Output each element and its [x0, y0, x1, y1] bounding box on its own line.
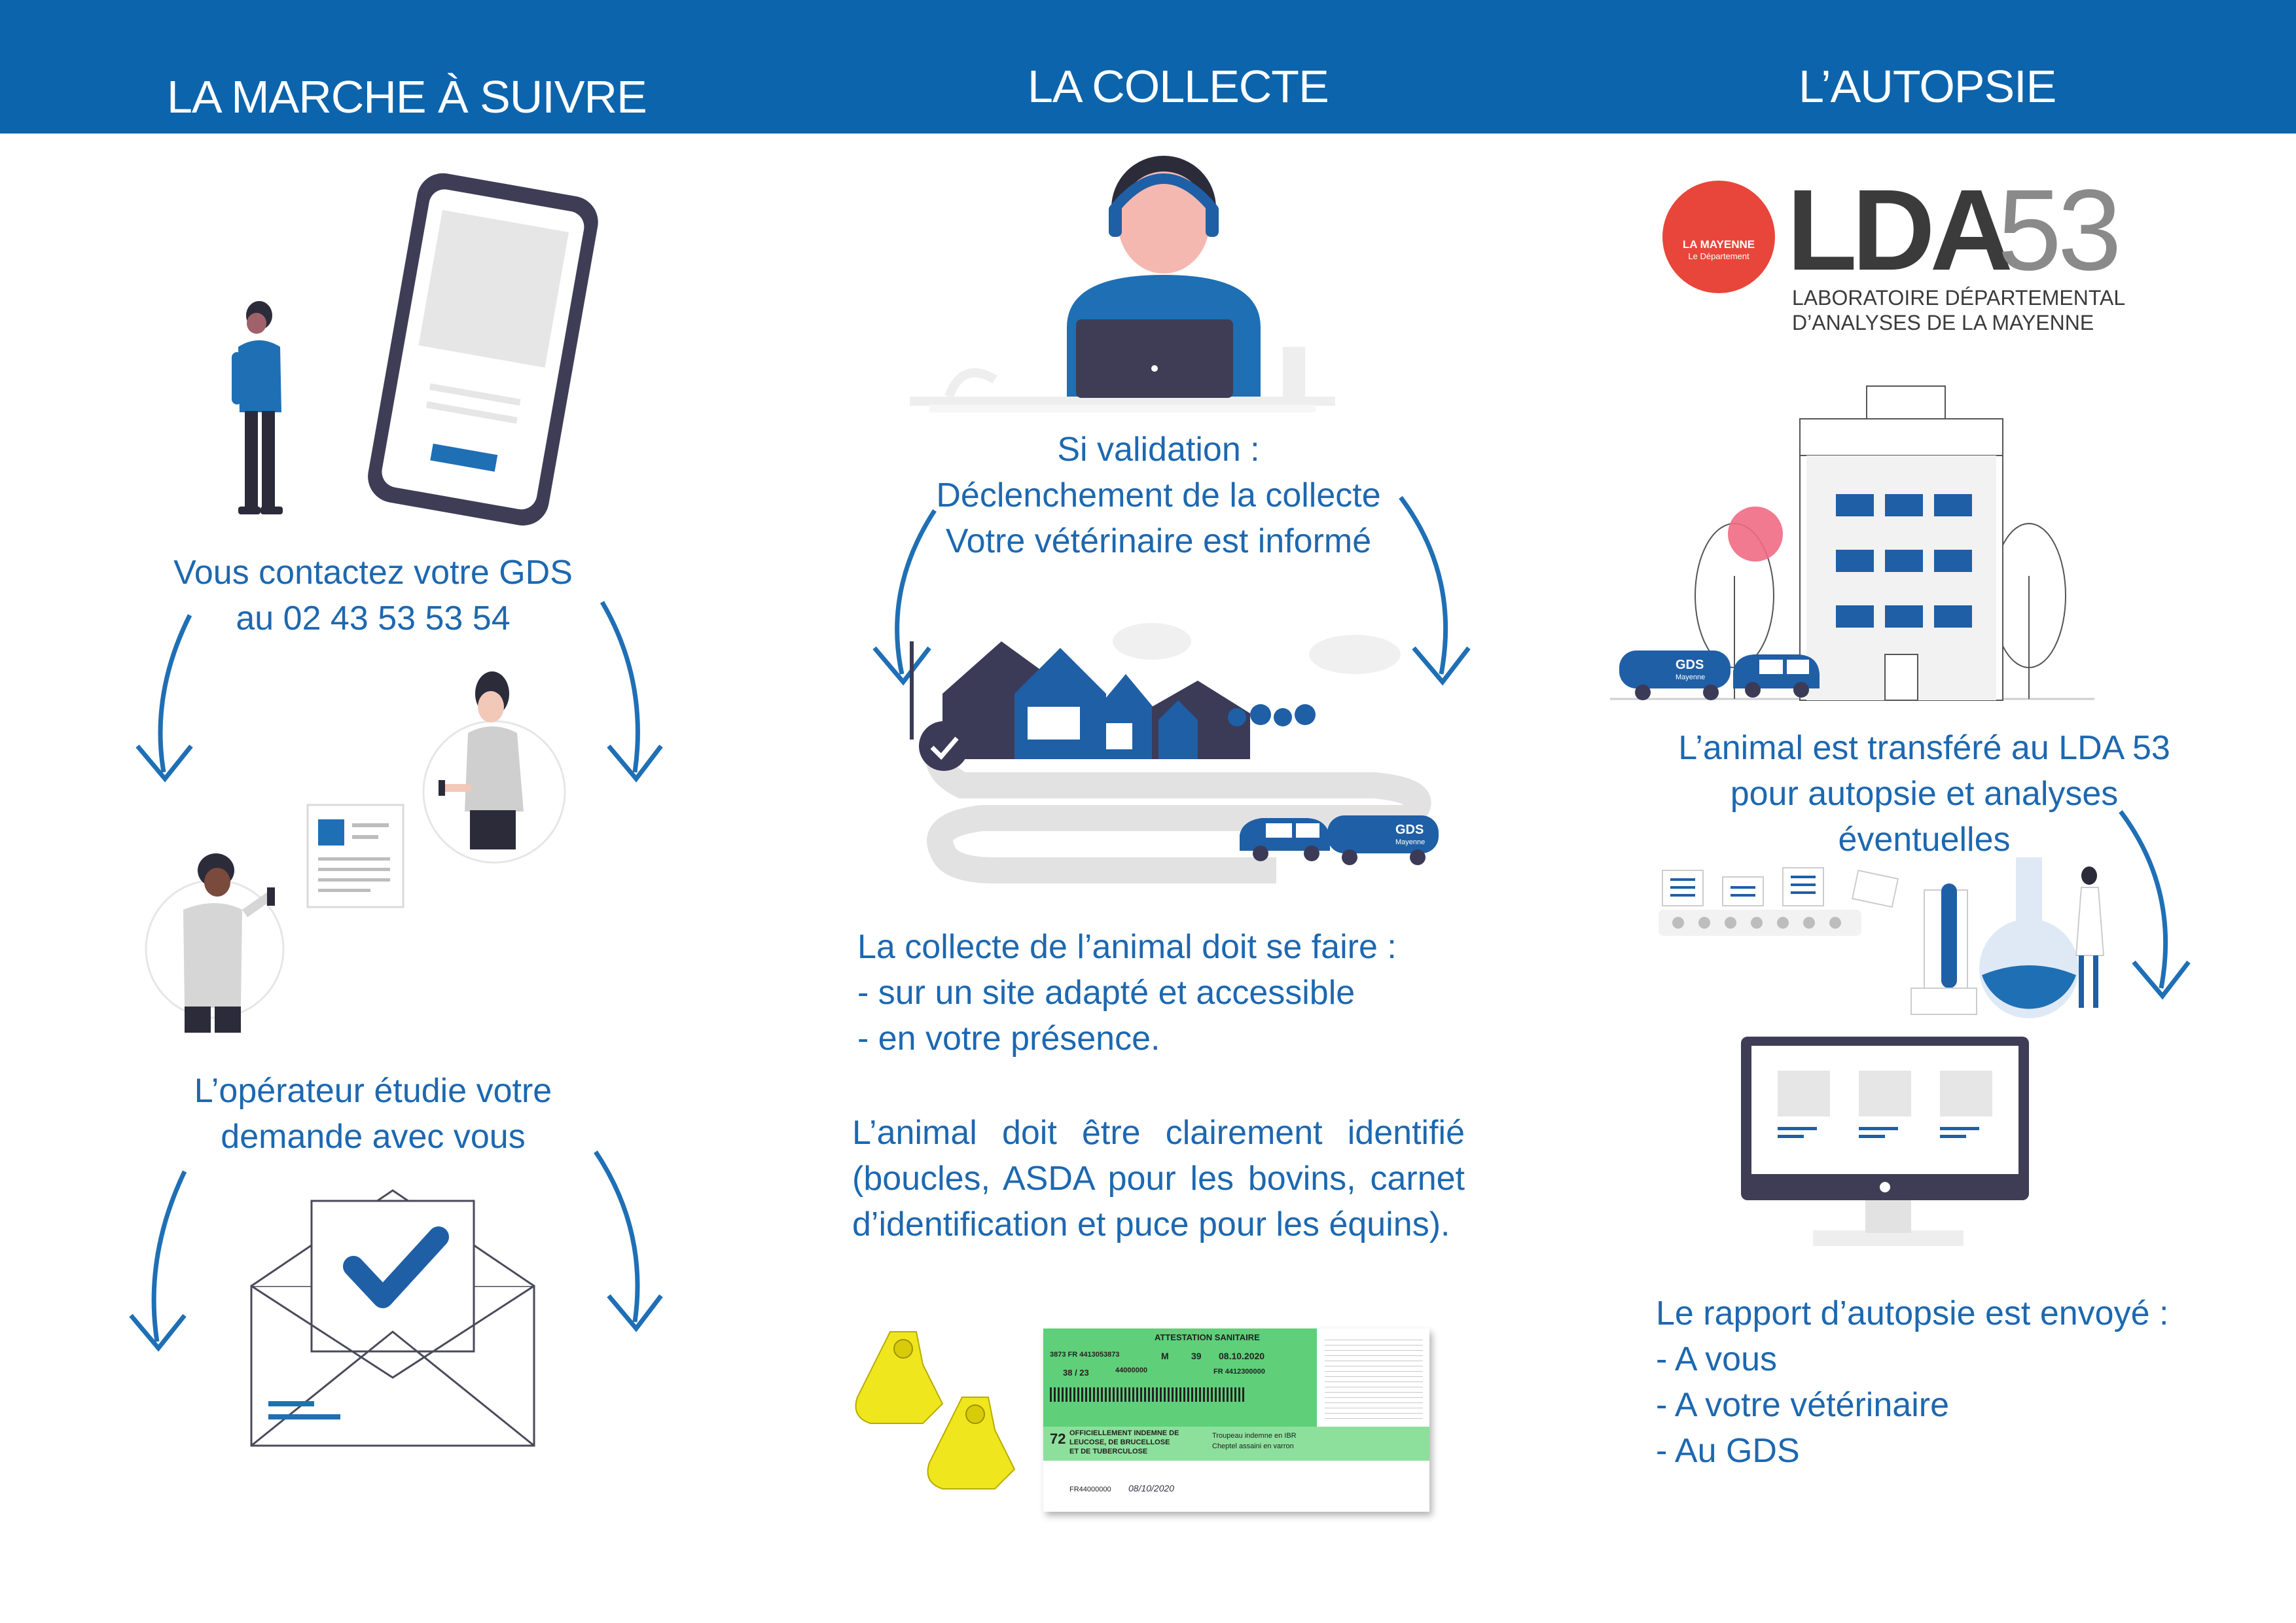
certificate-text-block [1325, 1335, 1423, 1420]
certificate-explo: FR44000000 [1069, 1486, 1111, 1493]
lda-logo-number: 53 [1998, 166, 2122, 294]
certificate-fr: FR 4412300000 [1213, 1368, 1265, 1376]
validation-line-1: Si validation : [1057, 431, 1260, 469]
certificate-sex: M [1161, 1351, 1169, 1361]
truck-gds-label: GDS [1395, 823, 1424, 837]
certificate-num: 44000000 [1115, 1366, 1147, 1374]
truck-icon: GDS Mayenne [1619, 651, 1731, 700]
operator-line-1: L’opérateur étudie votre [194, 1072, 552, 1110]
column-title-collection: LA COLLECTE [1028, 61, 1329, 112]
truck-gds-label: GDS [1676, 658, 1704, 672]
validation-line-2: Déclenchement de la collecte [936, 476, 1381, 514]
collect-line-3: - en votre présence. [857, 1020, 1160, 1058]
truck-icon [1733, 654, 1820, 698]
report-line-1: Le rapport d’autopsie est envoyé : [1656, 1294, 2169, 1332]
headset-operator-icon [910, 156, 1335, 412]
man-phone-icon [145, 853, 285, 1033]
column-title-autopsy: L’AUTOPSIE [1799, 61, 2056, 112]
report-line-3: - A votre vétérinaire [1656, 1386, 1949, 1424]
arrow-icon [872, 509, 937, 686]
lda-badge-subtext: Le Département [1688, 251, 1749, 261]
contact-line-1: Vous contactez votre GDS [173, 554, 573, 592]
report-text: Le rapport d’autopsie est envoyé : - A v… [1656, 1291, 2219, 1474]
lda-lab-name: LABORATOIRE DÉPARTEMENTAL D’ANALYSES DE … [1792, 285, 2125, 335]
certificate-row2: 38 / 23 [1063, 1368, 1089, 1378]
collect-line-1: La collecte de l’animal doit se faire : [857, 928, 1397, 966]
certificate-status-panel [1043, 1427, 1429, 1461]
certificate-barcode [1050, 1387, 1246, 1402]
certificate-status-2: LEUCOSE, DE BRUCELLOSE [1069, 1438, 1170, 1446]
arrow-icon [129, 1170, 187, 1352]
envelope-check-icon [250, 1189, 535, 1447]
certificate-green-panel [1043, 1329, 1317, 1427]
collect-line-2: - sur un site adapté et accessible [857, 974, 1355, 1012]
identification-text: L’animal doit être clairement identifié … [852, 1114, 1465, 1243]
contact-phone: au 02 43 53 53 54 [236, 599, 511, 637]
ear-tag-icon [855, 1331, 1016, 1489]
certificate-signed-date: 08/10/2020 [1128, 1483, 1175, 1493]
arrow-icon [1399, 495, 1471, 686]
header-bar [0, 0, 2296, 134]
certificate-status-3: ET DE TUBERCULOSE [1069, 1448, 1148, 1455]
certificate-type: 39 [1191, 1351, 1202, 1361]
certificate-dept: 72 [1050, 1431, 1066, 1447]
collect-conditions-text: La collecte de l’animal doit se faire : … [857, 924, 1479, 1061]
report-line-4: - Au GDS [1656, 1432, 1800, 1470]
transfer-text: L’animal est transféré au LDA 53 pour au… [1662, 725, 2186, 863]
arrow-icon [2119, 810, 2191, 1000]
truck-gds-sublabel: Mayenne [1676, 673, 1705, 681]
lda-logo-text: LDA [1787, 166, 2013, 294]
woman-phone-icon [422, 671, 566, 864]
lab-line-2: D’ANALYSES DE LA MAYENNE [1792, 311, 2094, 334]
certificate-icon: ATTESTATION SANITAIRE 3873 FR 4413053873… [1043, 1329, 1429, 1512]
building-icon [1610, 385, 2094, 701]
column-title-procedure: LA MARCHE À SUIVRE [167, 71, 647, 122]
operator-line-2: demande avec vous [221, 1118, 526, 1156]
certificate-date: 08.10.2020 [1219, 1351, 1265, 1361]
arrow-icon [135, 614, 193, 783]
certificate-id: 3873 FR 4413053873 [1050, 1351, 1120, 1359]
validation-text: Si validation : Déclenchement de la coll… [903, 427, 1414, 564]
smartphone-icon [368, 173, 598, 526]
lab-flask-icon [1659, 857, 2105, 1018]
monitor-icon [1741, 1037, 2029, 1246]
certificate-status-1: OFFICIELLEMENT INDEMNE DE [1069, 1429, 1179, 1437]
truck-gds-sublabel: Mayenne [1395, 838, 1425, 846]
operator-text: L’opérateur étudie votre demande avec vo… [157, 1068, 589, 1160]
lab-line-1: LABORATOIRE DÉPARTEMENTAL [1792, 286, 2126, 310]
validation-line-3: Votre vétérinaire est informé [945, 522, 1372, 560]
certificate-title: ATTESTATION SANITAIRE [1155, 1332, 1260, 1342]
houses-icon [910, 623, 1431, 883]
transfer-line-1: L’animal est transféré au LDA 53 [1678, 729, 2170, 767]
truck-icon [1240, 818, 1330, 861]
report-line-2: - A vous [1656, 1340, 1777, 1378]
contact-text: Vous contactez votre GDS au 02 43 53 53 … [157, 550, 589, 641]
lda-badge [1662, 181, 1775, 293]
transfer-line-2: pour autopsie et analyses [1730, 775, 2119, 813]
certificate-troupeau-1: Troupeau indemne en IBR [1212, 1432, 1297, 1440]
truck-icon: GDS Mayenne [1327, 815, 1439, 865]
person-icon [232, 301, 283, 514]
certificate-troupeau-2: Cheptel assaini en varron [1212, 1442, 1294, 1450]
arrow-icon [600, 601, 663, 783]
transfer-line-3: éventuelles [1838, 821, 2011, 859]
document-icon [306, 804, 404, 908]
lda-badge-text: LA MAYENNE [1682, 238, 1755, 251]
arrow-icon [594, 1150, 663, 1332]
